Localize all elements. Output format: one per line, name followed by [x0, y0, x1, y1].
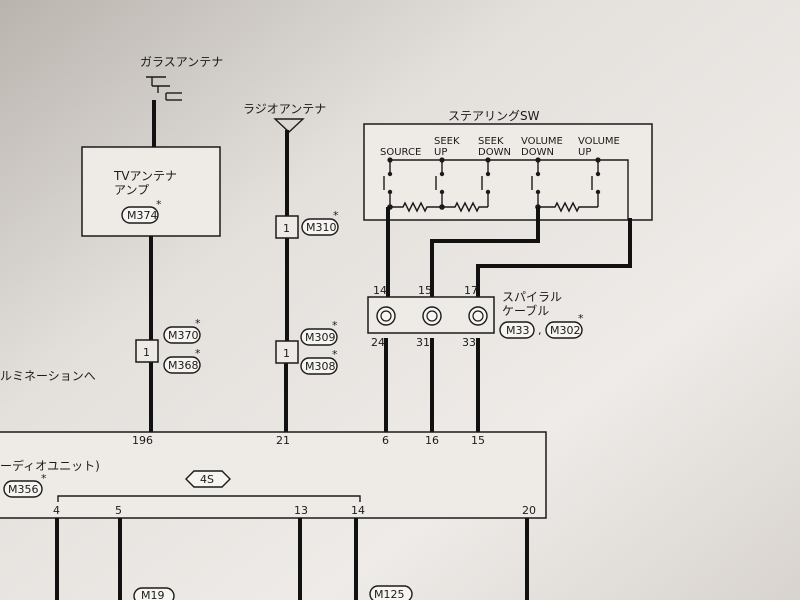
audio-unit-mark: * [41, 472, 47, 485]
audio-top-pin-21: 21 [276, 434, 290, 447]
tv-antenna-amp: TVアンテナ アンプ M374 * [81, 146, 221, 237]
tv-amp-label-2: アンプ [114, 183, 149, 197]
joint-radio-upper-pin: 1 [283, 222, 290, 235]
radio-antenna: ラジオアンテナ [243, 102, 326, 133]
joint-radio-upper: 1 M310 * [275, 209, 339, 239]
switch-label-seek-up-2: UP [434, 147, 447, 158]
audio-top-pin-15: 15 [471, 434, 485, 447]
bottom-connector-m125: M125 [374, 588, 405, 600]
spiral-connector-1: M33 [506, 324, 530, 337]
audio-unit-label: ーディオユニット) [0, 458, 100, 473]
audio-bottom-pin-20: 20 [522, 504, 536, 517]
glass-antenna-icon [146, 76, 182, 101]
steering-switch: ステアリングSW SOURCE SEEK UP SEEK DOWN VOLUME… [363, 109, 653, 221]
audio-bottom-pin-14: 14 [351, 504, 365, 517]
joint-radio-lower-connector-1: M309 [305, 331, 336, 344]
joint-tv-lower-mark-1: * [195, 317, 201, 330]
glass-antenna-label: ガラスアンテナ [140, 55, 223, 69]
audio-top-pin-16: 16 [425, 434, 439, 447]
wire-volume-down [430, 207, 540, 298]
spiral-top-pin-3: 17 [464, 284, 478, 297]
switch-label-volume-up-2: UP [578, 147, 591, 158]
audio-bottom-pin-5: 5 [115, 504, 122, 517]
joint-tv-lower-connector-1: M370 [168, 329, 199, 342]
switch-label-seek-up-1: SEEK [434, 136, 460, 147]
wire-volume-up [476, 218, 632, 298]
group-tag-badge [185, 470, 231, 488]
spiral-cable-label-1: スパイラル [502, 290, 562, 304]
switch-label-source: SOURCE [380, 147, 421, 158]
bottom-connectors: M19 M125 [133, 585, 413, 600]
tv-amp-mark: * [156, 198, 162, 211]
spiral-connector-separator: , [538, 324, 542, 337]
group-tag: 4S [200, 473, 214, 486]
joint-tv-lower-connector-2: M368 [168, 359, 199, 372]
spiral-bottom-pin-3: 33 [462, 336, 476, 349]
spiral-bottom-pin-1: 24 [371, 336, 385, 349]
audio-bottom-pin-4: 4 [53, 504, 60, 517]
spiral-cable-label-2: ケーブル [502, 303, 549, 318]
switch-top-bus [390, 159, 629, 220]
joint-tv-lower-mark-2: * [195, 347, 201, 360]
spiral-connector-2: M302 [550, 324, 581, 337]
switch-top-dots [387, 157, 601, 163]
bottom-connector-m19: M19 [141, 589, 165, 600]
joint-radio-upper-connector: M310 [306, 221, 337, 234]
illumination-text: ルミネーションへ [0, 369, 96, 383]
joint-tv-lower: 1 M370 * M368 * [135, 317, 201, 374]
joint-radio-lower: 1 M309 * M308 * [275, 319, 338, 375]
spiral-cable: 14 15 17 24 31 33 スパイラル ケーブル M33 , M302 … [367, 284, 584, 349]
joint-radio-lower-pin: 1 [283, 347, 290, 360]
switch-label-seek-down-1: SEEK [478, 136, 504, 147]
lower-wires [55, 518, 529, 600]
switch-label-seek-down-2: DOWN [478, 147, 511, 158]
spiral-bottom-pin-2: 31 [416, 336, 430, 349]
joint-tv-lower-pin: 1 [143, 346, 150, 359]
spiral-coils [376, 306, 488, 326]
switch-label-volume-up-1: VOLUME [578, 136, 620, 147]
joint-radio-upper-mark: * [333, 209, 339, 222]
group-bracket [57, 495, 361, 502]
spiral-top-pin-2: 15 [418, 284, 432, 297]
steering-wires [384, 207, 632, 432]
tv-amp-connector: M374 [127, 209, 158, 222]
joint-radio-lower-mark-1: * [332, 319, 338, 332]
antenna-wires [149, 100, 289, 432]
joint-radio-lower-mark-2: * [332, 348, 338, 361]
radio-antenna-label: ラジオアンテナ [243, 102, 326, 116]
tv-amp-label-1: TVアンテナ [113, 169, 177, 183]
switch-label-volume-down-1: VOLUME [521, 136, 563, 147]
tv-amp-connector-badge [121, 206, 159, 224]
audio-unit-connector: M356 [8, 483, 39, 496]
spiral-connector-mark: * [578, 312, 584, 325]
spiral-top-pin-1: 14 [373, 284, 387, 297]
switch-label-volume-down-2: DOWN [521, 147, 554, 158]
audio-unit: 196 21 6 16 15 ーディオユニット) M356 * 4S 4 5 1… [0, 431, 547, 519]
radio-antenna-icon [273, 118, 305, 133]
joint-radio-lower-connector-2: M308 [305, 360, 336, 373]
audio-top-pin-6: 6 [382, 434, 389, 447]
audio-unit-box [0, 431, 547, 519]
audio-bottom-pin-13: 13 [294, 504, 308, 517]
audio-top-pin-196: 196 [132, 434, 153, 447]
steering-switch-title: ステアリングSW [448, 109, 540, 123]
